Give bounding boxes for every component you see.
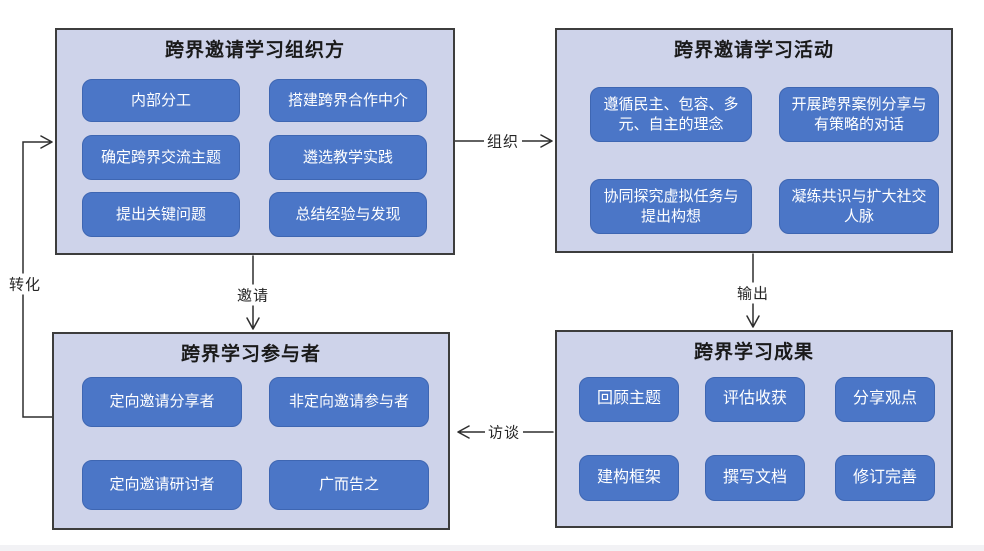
node-determine-exchange-theme: 确定跨界交流主题 — [82, 135, 240, 180]
node-share-views: 分享观点 — [835, 377, 935, 422]
node-case-sharing-dialogue: 开展跨界案例分享与有策略的对话 — [779, 87, 939, 142]
node-evaluate-gains: 评估收获 — [705, 377, 805, 422]
node-write-document: 撰写文档 — [705, 455, 805, 501]
panel-participants: 跨界学习参与者 定向邀请分享者 非定向邀请参与者 定向邀请研讨者 广而告之 — [52, 332, 450, 530]
arrow-label-invite: 邀请 — [233, 284, 273, 306]
node-open-invite-participants: 非定向邀请参与者 — [269, 377, 429, 427]
node-review-theme: 回顾主题 — [579, 377, 679, 422]
arrow-label-organize: 组织 — [483, 130, 523, 152]
node-build-framework: 建构框架 — [579, 455, 679, 501]
node-targeted-invite-sharers: 定向邀请分享者 — [82, 377, 242, 427]
arrow-label-output: 输出 — [733, 282, 773, 304]
node-targeted-invite-discussants: 定向邀请研讨者 — [82, 460, 242, 510]
node-public-announcement: 广而告之 — [269, 460, 429, 510]
node-summarize-experience: 总结经验与发现 — [269, 192, 427, 237]
arrow-label-transform: 转化 — [5, 273, 45, 295]
arrow-label-interview: 访谈 — [484, 421, 524, 443]
node-select-teaching-practice: 遴选教学实践 — [269, 135, 427, 180]
page-edge-strip — [0, 545, 984, 551]
node-raise-key-questions: 提出关键问题 — [82, 192, 240, 237]
node-build-cross-border-intermediary: 搭建跨界合作中介 — [269, 79, 427, 122]
node-internal-division: 内部分工 — [82, 79, 240, 122]
panel-outcomes: 跨界学习成果 回顾主题 评估收获 分享观点 建构框架 撰写文档 修订完善 — [555, 330, 953, 528]
node-collaborative-inquiry: 协同探究虚拟任务与提出构想 — [590, 179, 752, 234]
panel-outcomes-title: 跨界学习成果 — [693, 342, 814, 363]
panel-organizer-title: 跨界邀请学习组织方 — [164, 40, 345, 61]
node-follow-principles: 遵循民主、包容、多元、自主的理念 — [590, 87, 752, 142]
panel-activities-title: 跨界邀请学习活动 — [673, 40, 834, 61]
panel-activities: 跨界邀请学习活动 遵循民主、包容、多元、自主的理念 开展跨界案例分享与有策略的对… — [555, 28, 953, 253]
panel-organizer: 跨界邀请学习组织方 内部分工 搭建跨界合作中介 确定跨界交流主题 遴选教学实践 … — [55, 28, 455, 255]
node-consensus-network: 凝练共识与扩大社交人脉 — [779, 179, 939, 234]
node-revise-improve: 修订完善 — [835, 455, 935, 501]
panel-participants-title: 跨界学习参与者 — [180, 344, 321, 365]
